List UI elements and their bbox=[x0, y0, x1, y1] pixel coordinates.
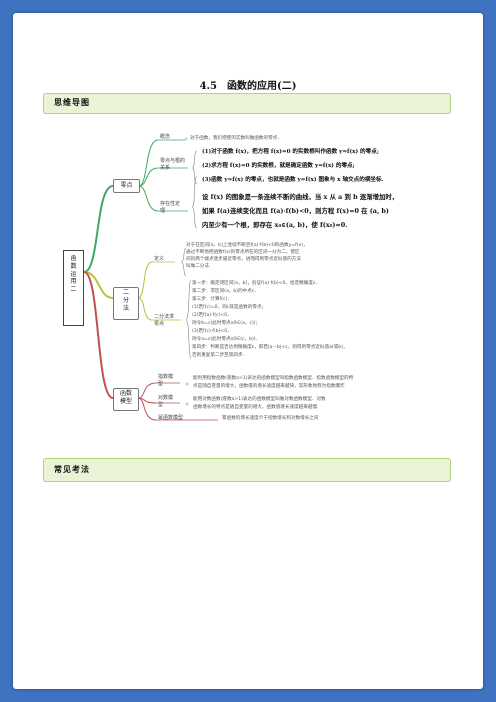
node-relation-label: 零点与根的关系 bbox=[160, 158, 186, 171]
exp-line-1: 能利用指数函数(底数a>1)表达的函数模型叫指数函数模型．指数函数模型的特 bbox=[193, 376, 354, 381]
node-models: 函数模型 bbox=[113, 388, 139, 411]
existence-line-1: 设 f(x) 的图象是一条连续不断的曲线，当 x 从 a 到 b 逐渐增加时， bbox=[202, 193, 399, 201]
node-compare-label: 幂函数模型 bbox=[158, 415, 184, 421]
node-zero: 零点 bbox=[113, 179, 140, 193]
log-line-1: 能用对数函数(底数a>1)表达的函数模型叫做对数函数模型．对数 bbox=[193, 397, 326, 402]
existence-line-2: 如果 f(a)连续变化而且 f(a)·f(b)<0，则方程 f(x)=0 在 (… bbox=[202, 207, 389, 215]
steps-line-10: 否则重复第二步至第四步． bbox=[192, 353, 248, 358]
steps-line-3: 第三步：计算f(c)． bbox=[192, 297, 232, 302]
steps-line-4: (1)若f(c)=0，则c就是函数的零点； bbox=[192, 305, 267, 310]
node-bisection: 二分法 bbox=[113, 287, 139, 320]
definition-line-2: 通过不断地把函数f(x)的零点所在的区间一分为二，使区 bbox=[186, 250, 300, 255]
definition-line-1: 对于在区间[a，b]上连续不断且f(a)·f(b)<0的函数y=f(x)， bbox=[186, 243, 308, 248]
exp-line-2: 点是随自变量的增大，函数值的增长速度越来越快，常形象地称为指数爆炸 bbox=[193, 384, 345, 389]
mindmap-section-title: 思维导图 bbox=[54, 98, 90, 107]
concept-text: 对于函数，我们把使的实数叫做函数的零点． bbox=[190, 136, 282, 141]
compare-text: 幂函数的增长速度介于指数增长和对数增长之间 bbox=[222, 416, 319, 421]
definition-line-4: 叫做二分法. bbox=[186, 264, 211, 269]
steps-line-7: (3)若f(c)·f(b)<0， bbox=[192, 329, 232, 334]
log-line-2: 函数增长的特点是随自变量的增大，函数值增长速度越来越慢. bbox=[193, 405, 319, 410]
exam-section-header: 常见考法 bbox=[43, 458, 451, 482]
relation-line-3: (3)函数 y=f(x) 的零点，也就是函数 y=f(x) 图象与 x 轴交点的… bbox=[202, 177, 384, 183]
existence-line-3: 内至少有一个根，即存在 x₀∈(a, b)，使 f(x₀)=0. bbox=[202, 221, 348, 229]
exam-section-title: 常见考法 bbox=[54, 465, 90, 474]
node-zero-label: 零点 bbox=[120, 182, 133, 189]
steps-line-9: 第四步：判断是否达到精确度ε，即若|a－b|<ε，则得到零点近似值a(或b)， bbox=[192, 345, 348, 350]
relation-line-2: (2)求方程 f(x)=0 的实数根，就是确定函数 y=f(x) 的零点; bbox=[202, 163, 355, 169]
node-log-label: 对数模型 bbox=[158, 395, 174, 408]
mindmap-root: 函数运用二 bbox=[63, 250, 84, 326]
definition-line-3: 间的两个端点逐步逼近零点，进而得到零点近似值的方法 bbox=[186, 257, 301, 262]
steps-line-5: (2)若f(a)·f(c)<0， bbox=[192, 313, 232, 318]
node-steps-label: 二分法求零点 bbox=[154, 314, 175, 327]
mindmap-section-header: 思维导图 bbox=[43, 93, 451, 114]
steps-line-6: 则令b=c(此时零点x0∈(a，c))； bbox=[192, 321, 261, 326]
node-exp-label: 指数模型 bbox=[158, 374, 174, 387]
steps-line-8: 则令a=c(此时零点x0∈(c，b))． bbox=[192, 337, 261, 342]
node-concept-label: 概念 bbox=[160, 134, 171, 140]
node-models-label: 函数模型 bbox=[119, 390, 132, 406]
mindmap-root-label: 函数运用二 bbox=[70, 255, 77, 294]
node-existence-label: 存在性定理 bbox=[160, 201, 181, 214]
steps-line-1: 第一步：确定闭区间[a，b]，验证f(a)·f(b)<0，给定精确度ε． bbox=[192, 281, 321, 286]
document-page: 4.5 函数的应用(二) 思维导图 常见考法 bbox=[13, 13, 483, 689]
page-title: 4.5 函数的应用(二) bbox=[199, 81, 297, 92]
node-bisection-label: 二分法 bbox=[122, 289, 129, 313]
node-definition-label: 定义 bbox=[154, 256, 165, 262]
relation-line-1: (1)对于函数 f(x)，把方程 f(x)=0 的实数根叫作函数 y=f(x) … bbox=[202, 149, 379, 155]
steps-line-2: 第二步：求区间(a，b)的中点c． bbox=[192, 289, 259, 294]
